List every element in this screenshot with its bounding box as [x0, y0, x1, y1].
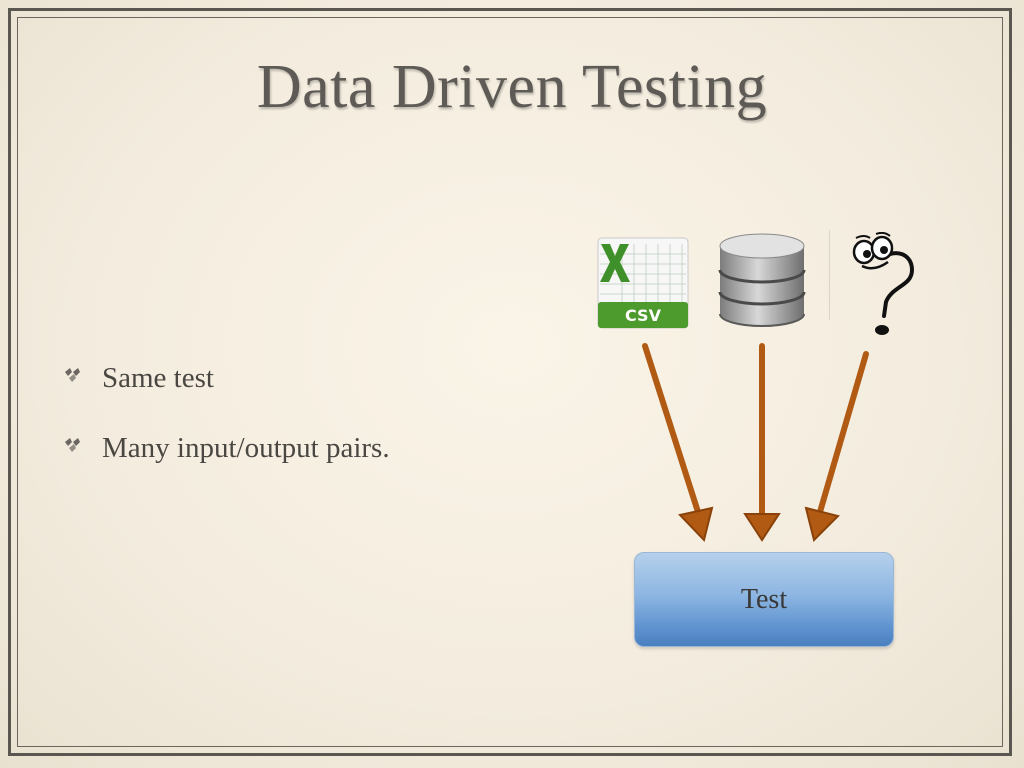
question-mark-icon	[852, 232, 915, 335]
bullet-item: Same test	[62, 358, 442, 398]
bullet-ornament-icon	[65, 368, 80, 382]
slide-frame-outer	[8, 8, 1012, 756]
bullet-list: Same test Many input/output pairs.	[62, 358, 442, 498]
csv-label: CSV	[625, 306, 662, 325]
bullet-ornament-icon	[65, 438, 80, 452]
slide-title: Data Driven Testing	[256, 53, 768, 121]
icon-divider	[829, 230, 830, 320]
csv-spreadsheet-icon: CSV	[597, 237, 689, 329]
bullet-text: Many input/output pairs.	[102, 432, 390, 464]
slide-frame-inner	[17, 17, 1003, 747]
database-icon	[718, 233, 806, 327]
test-box: Test	[634, 552, 894, 647]
bullet-text: Same test	[102, 362, 214, 394]
bullet-item: Many input/output pairs.	[62, 428, 442, 468]
test-box-label: Test	[740, 583, 788, 615]
